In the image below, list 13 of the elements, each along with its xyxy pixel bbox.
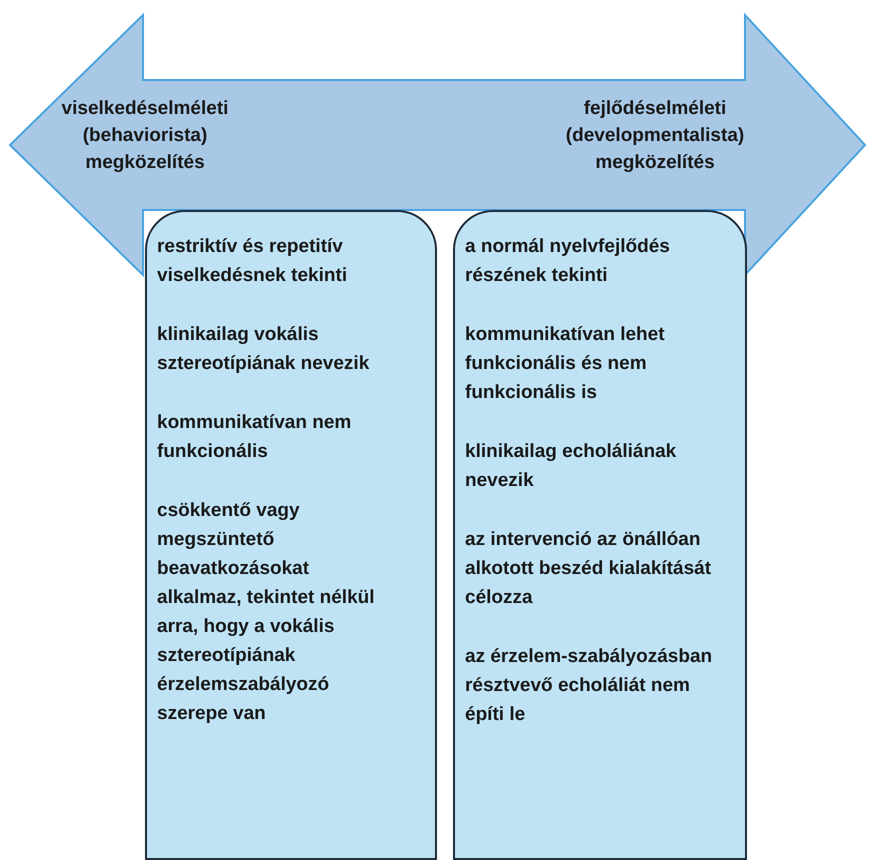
characteristic-text: az érzelem-szabályozásban résztvevő echoláliát nem építi le — [465, 645, 714, 727]
characteristic-text: kommunikatívan lehet funkcionális és nem funkcionális is — [465, 323, 666, 405]
characteristics-panel — [453, 210, 747, 860]
approach-heading: fejlődéselméleti (developmentalista) megközelítés — [564, 97, 746, 175]
characteristic-text: csökkentő vagy megszüntető beavatkozásokat alkalmaz, tekintet nélkül arra, hogy a vokális sztereotípiának érzelemszabályozó szerepe van — [157, 499, 376, 726]
approach-heading: viselkedéselméleti (behaviorista) megközelítés — [60, 97, 230, 175]
characteristic-text: kommunikatívan nem funkcionális — [157, 411, 352, 464]
characteristic-text: restriktív és repetitív viselkedésnek tekinti — [157, 235, 348, 288]
characteristic-text: a normál nyelvfejlődés részének tekinti — [465, 235, 671, 288]
characteristics-panel — [145, 210, 437, 860]
characteristic-text: az intervenció az önállóan alkotott beszéd kialakítását célozza — [465, 528, 712, 610]
characteristic-text: klinikailag vokális sztereotípiának nevezik — [157, 323, 370, 376]
characteristic-text: klinikailag echoláliának nevezik — [465, 440, 678, 493]
